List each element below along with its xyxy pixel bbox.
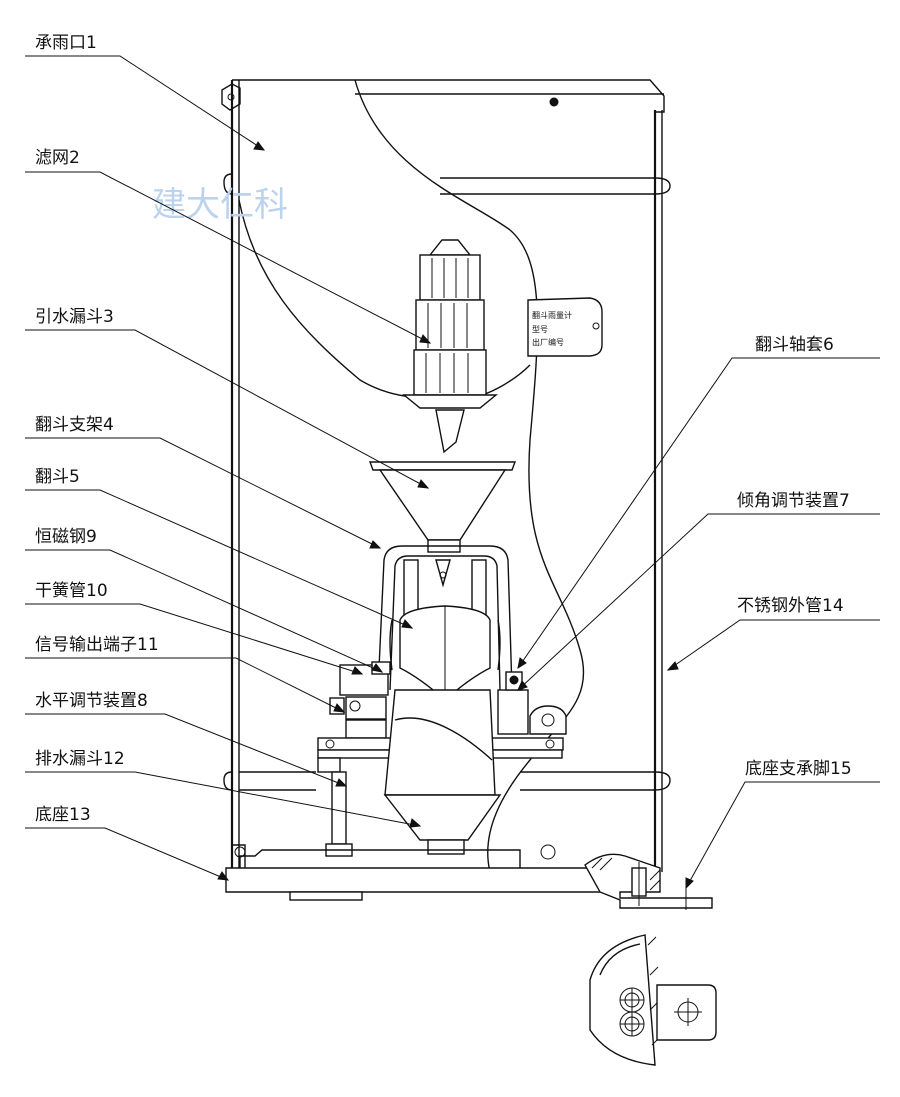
label-tilt-adjust: 倾角调节装置7 (737, 491, 850, 511)
base (225, 844, 606, 901)
right-labels: 翻斗轴套6 倾角调节装置7 不锈钢外管14 底座支承脚15 (517, 335, 880, 890)
label-drain-funnel: 排水漏斗12 (35, 749, 125, 769)
left-leader-lines (25, 55, 431, 881)
label-tipping-bucket: 翻斗5 (35, 467, 80, 487)
leveling-screw (317, 757, 353, 857)
right-leader-lines (517, 357, 880, 889)
cutaway-edge (354, 79, 585, 873)
inlet-funnel (368, 461, 517, 553)
label-support-foot: 底座支承脚15 (745, 759, 852, 779)
left-labels: 承雨口1 滤网2 引水漏斗3 翻斗支架4 翻斗5 恒磁钢9 干簧管10 信号输出… (25, 33, 432, 881)
label-plate-line2: 型号 (532, 325, 548, 334)
support-foot-detail (589, 934, 717, 1066)
label-bucket-bushing: 翻斗轴套6 (755, 335, 834, 355)
label-rain-inlet: 承雨口1 (35, 33, 97, 53)
label-outer-tube: 不锈钢外管14 (737, 596, 844, 616)
support-foot (584, 853, 713, 910)
label-filter-screen: 滤网2 (35, 148, 80, 168)
label-magnet: 恒磁钢9 (35, 527, 97, 547)
drain-funnel (383, 689, 502, 855)
label-level-adjust: 水平调节装置8 (35, 691, 148, 711)
right-arrowheads (517, 657, 694, 890)
watermark: 建大仁科 (152, 185, 288, 225)
label-signal-terminal: 信号输出端子11 (35, 635, 159, 655)
label-plate-line1: 翻斗雨量计 (532, 310, 572, 320)
label-reed-switch: 干簧管10 (35, 581, 108, 601)
label-plate: 翻斗雨量计 型号 出厂编号 (527, 297, 603, 357)
label-bucket-frame: 翻斗支架4 (35, 415, 114, 435)
filter-screen (402, 239, 498, 454)
bucket-frame (377, 545, 513, 691)
left-arrowheads (217, 141, 432, 881)
label-plate-line3: 出厂编号 (532, 337, 564, 347)
collector-cone (238, 199, 531, 400)
tilt-adjust-assembly (497, 671, 567, 735)
tipping-bucket (389, 605, 501, 701)
label-base: 底座13 (35, 805, 91, 825)
outer-tube (221, 79, 671, 872)
label-inlet-funnel: 引水漏斗3 (35, 307, 114, 327)
